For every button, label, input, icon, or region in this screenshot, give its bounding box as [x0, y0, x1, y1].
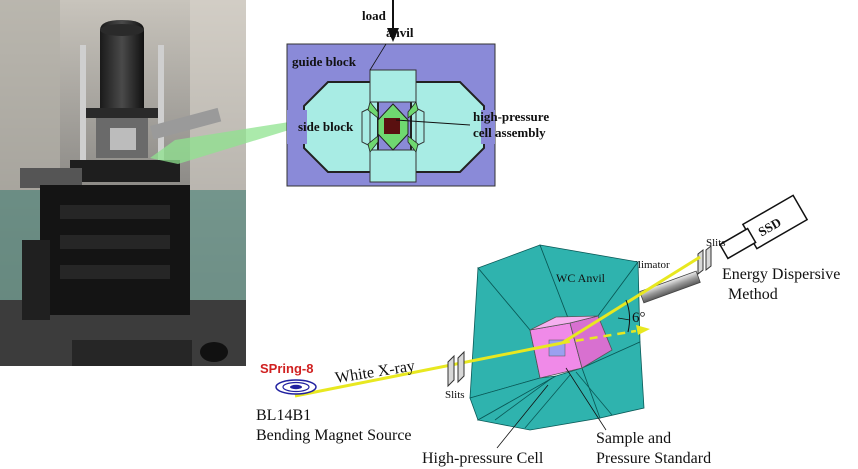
- side-block-label: side block: [298, 119, 354, 134]
- zoom-pointer: [150, 120, 302, 164]
- source-slits-label: Slits: [445, 389, 465, 401]
- source-slits-icon: [447, 350, 465, 388]
- spring8-logo: SPring-8: [260, 361, 317, 395]
- detector-slits-label: Slits: [706, 237, 726, 249]
- load-label: load: [362, 8, 387, 23]
- spring8-logo-text: SPring-8: [260, 361, 313, 376]
- method-label-line1: Energy Dispersive: [722, 266, 840, 283]
- cell-label-line1: high-pressure: [473, 109, 549, 124]
- cell-label-line2: cell assembly: [473, 125, 546, 140]
- apparatus-photo: [0, 0, 246, 366]
- anvil-label: anvil: [386, 25, 414, 40]
- guide-block-label: guide block: [292, 54, 357, 69]
- ssd-detector: SSD: [718, 194, 809, 260]
- collimator-icon: [639, 270, 701, 304]
- setup-diagram: SSD Slits Collimator Energy Dispersive M…: [256, 194, 840, 467]
- sample-label-line2: Pressure Standard: [596, 450, 711, 467]
- method-label-line2: Method: [728, 286, 778, 303]
- press-diagram: load anvil guide block side block high-p…: [286, 0, 549, 187]
- angle-label: 6°: [632, 310, 646, 326]
- cell-label: High-pressure Cell: [422, 450, 544, 467]
- white-xray-label: White X-ray: [334, 358, 416, 387]
- wc-anvil-label: WC Anvil: [556, 271, 606, 285]
- beamline-label: BL14B1: [256, 407, 311, 424]
- source-type-label: Bending Magnet Source: [256, 427, 412, 444]
- wc-anvil-bottom-right: [581, 341, 645, 419]
- sample-label-line1: Sample and: [596, 430, 671, 447]
- detector-slits-icon: [697, 244, 712, 276]
